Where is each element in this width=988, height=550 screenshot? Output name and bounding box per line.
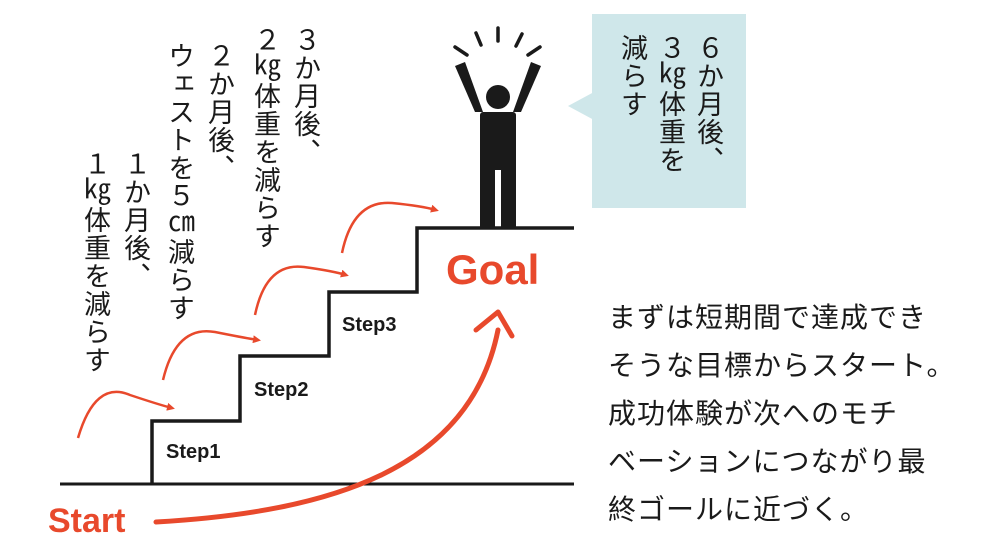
summary-line-1: まずは短期間で達成でき (608, 301, 928, 334)
start-to-goal-arrow (153, 327, 501, 525)
celebration-burst-icon (453, 26, 542, 57)
start-label: Start (48, 502, 126, 540)
start-to-goal-arrowhead (473, 309, 515, 339)
step2-label: Step2 (254, 379, 309, 401)
hop-arrow-1 (76, 390, 175, 439)
goal-callout-text: ６か月後、 ３㎏体重を 減らす (616, 34, 723, 174)
summary-text: まずは短期間で達成でき そうな目標からスタート。 成功体験が次へのモチ ベーショ… (608, 294, 980, 534)
hop-arrow-4 (340, 201, 439, 254)
callout-tail (568, 92, 594, 120)
milestone-1-text: １か月後、 １㎏体重を減らす (79, 150, 150, 374)
cheering-person-icon (455, 62, 541, 228)
hop-arrow-2 (161, 329, 261, 381)
summary-line-5: 終ゴールに近づく。 (608, 493, 870, 526)
milestone-2-text: ２か月後、 ウェストを５㎝減らす (163, 42, 234, 322)
milestone-3-text: ３か月後、 ２㎏体重を減らす (249, 26, 320, 250)
summary-line-3: 成功体験が次へのモチ (608, 397, 899, 430)
goal-label: Goal (446, 246, 540, 293)
staircase-outline (150, 226, 574, 484)
summary-line-4: ベーションにつながり最 (608, 445, 927, 478)
goal-callout-box (592, 14, 746, 208)
hop-arrow-3 (253, 265, 349, 316)
step3-label: Step3 (342, 314, 397, 336)
step1-label: Step1 (166, 441, 221, 463)
summary-line-2: そうな目標からスタート。 (608, 349, 956, 382)
